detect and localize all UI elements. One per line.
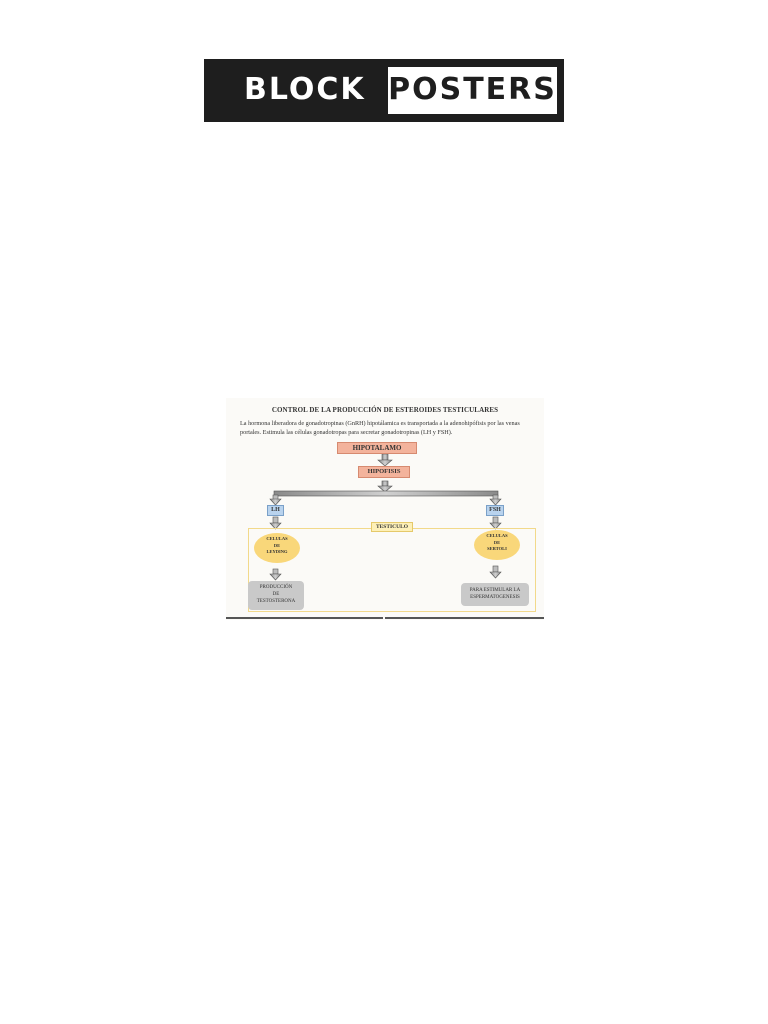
logo-word-posters: POSTERS: [388, 72, 557, 107]
arrow-down-icon: [377, 453, 393, 467]
estimular-line-1: PARA ESTIMULAR LA: [469, 588, 521, 593]
produccion-line-2: DE: [272, 592, 280, 597]
hipotalamo-box: HIPOTALAMO: [337, 442, 417, 454]
produccion-line-1: PRODUCCIÓN: [259, 585, 293, 590]
diagram-connectors: [269, 453, 502, 581]
arrow-down-icon: [269, 516, 282, 530]
arrow-down-icon: [489, 494, 502, 506]
arrow-down-icon: [489, 565, 502, 579]
leydig-cells: CELULAS DE LEYDING: [254, 533, 300, 563]
sertoli-cells: CELULAS DE SERTOLI: [474, 530, 520, 560]
lh-box: LH: [267, 505, 284, 516]
espermatogenesis-box: PARA ESTIMULAR LA ESPERMATOGENESIS: [461, 583, 529, 606]
arrow-down-icon: [489, 516, 502, 530]
logo-word-block: BLOCK: [244, 72, 366, 107]
leydig-line-3: LEYDING: [266, 549, 288, 554]
leydig-line-2: DE: [273, 542, 281, 548]
fsh-box: FSH: [486, 505, 504, 516]
arrow-down-icon: [269, 568, 282, 581]
produccion-line-3: TESTOSTERONA: [256, 599, 296, 604]
hipofisis-box: HIPOFISIS: [358, 466, 410, 478]
steroid-control-diagram: CONTROL DE LA PRODUCCIÓN DE ESTEROIDES T…: [226, 398, 544, 620]
sertoli-line-2: DE: [493, 539, 501, 545]
diagram-title: CONTROL DE LA PRODUCCIÓN DE ESTEROIDES T…: [271, 406, 499, 414]
produccion-testosterona-box: PRODUCCIÓN DE TESTOSTERONA: [248, 581, 304, 610]
block-posters-logo: BLOCK POSTERS: [204, 59, 564, 122]
arrow-down-icon: [377, 480, 393, 493]
split-bar: [273, 490, 499, 497]
bottom-rule-gap: [383, 616, 385, 620]
sertoli-line-3: SERTOLI: [487, 546, 507, 551]
testiculo-label: TESTICULO: [371, 522, 413, 532]
logo-posters-box: POSTERS: [388, 67, 557, 114]
sertoli-line-1: CELULAS: [486, 533, 508, 538]
bottom-rule: [226, 617, 544, 619]
leydig-line-1: CELULAS: [266, 536, 288, 541]
estimular-line-2: ESPERMATOGENESIS: [470, 595, 520, 600]
arrow-down-icon: [269, 494, 282, 506]
diagram-intro-text: La hormona liberadora de gonadotropinas …: [240, 420, 520, 436]
